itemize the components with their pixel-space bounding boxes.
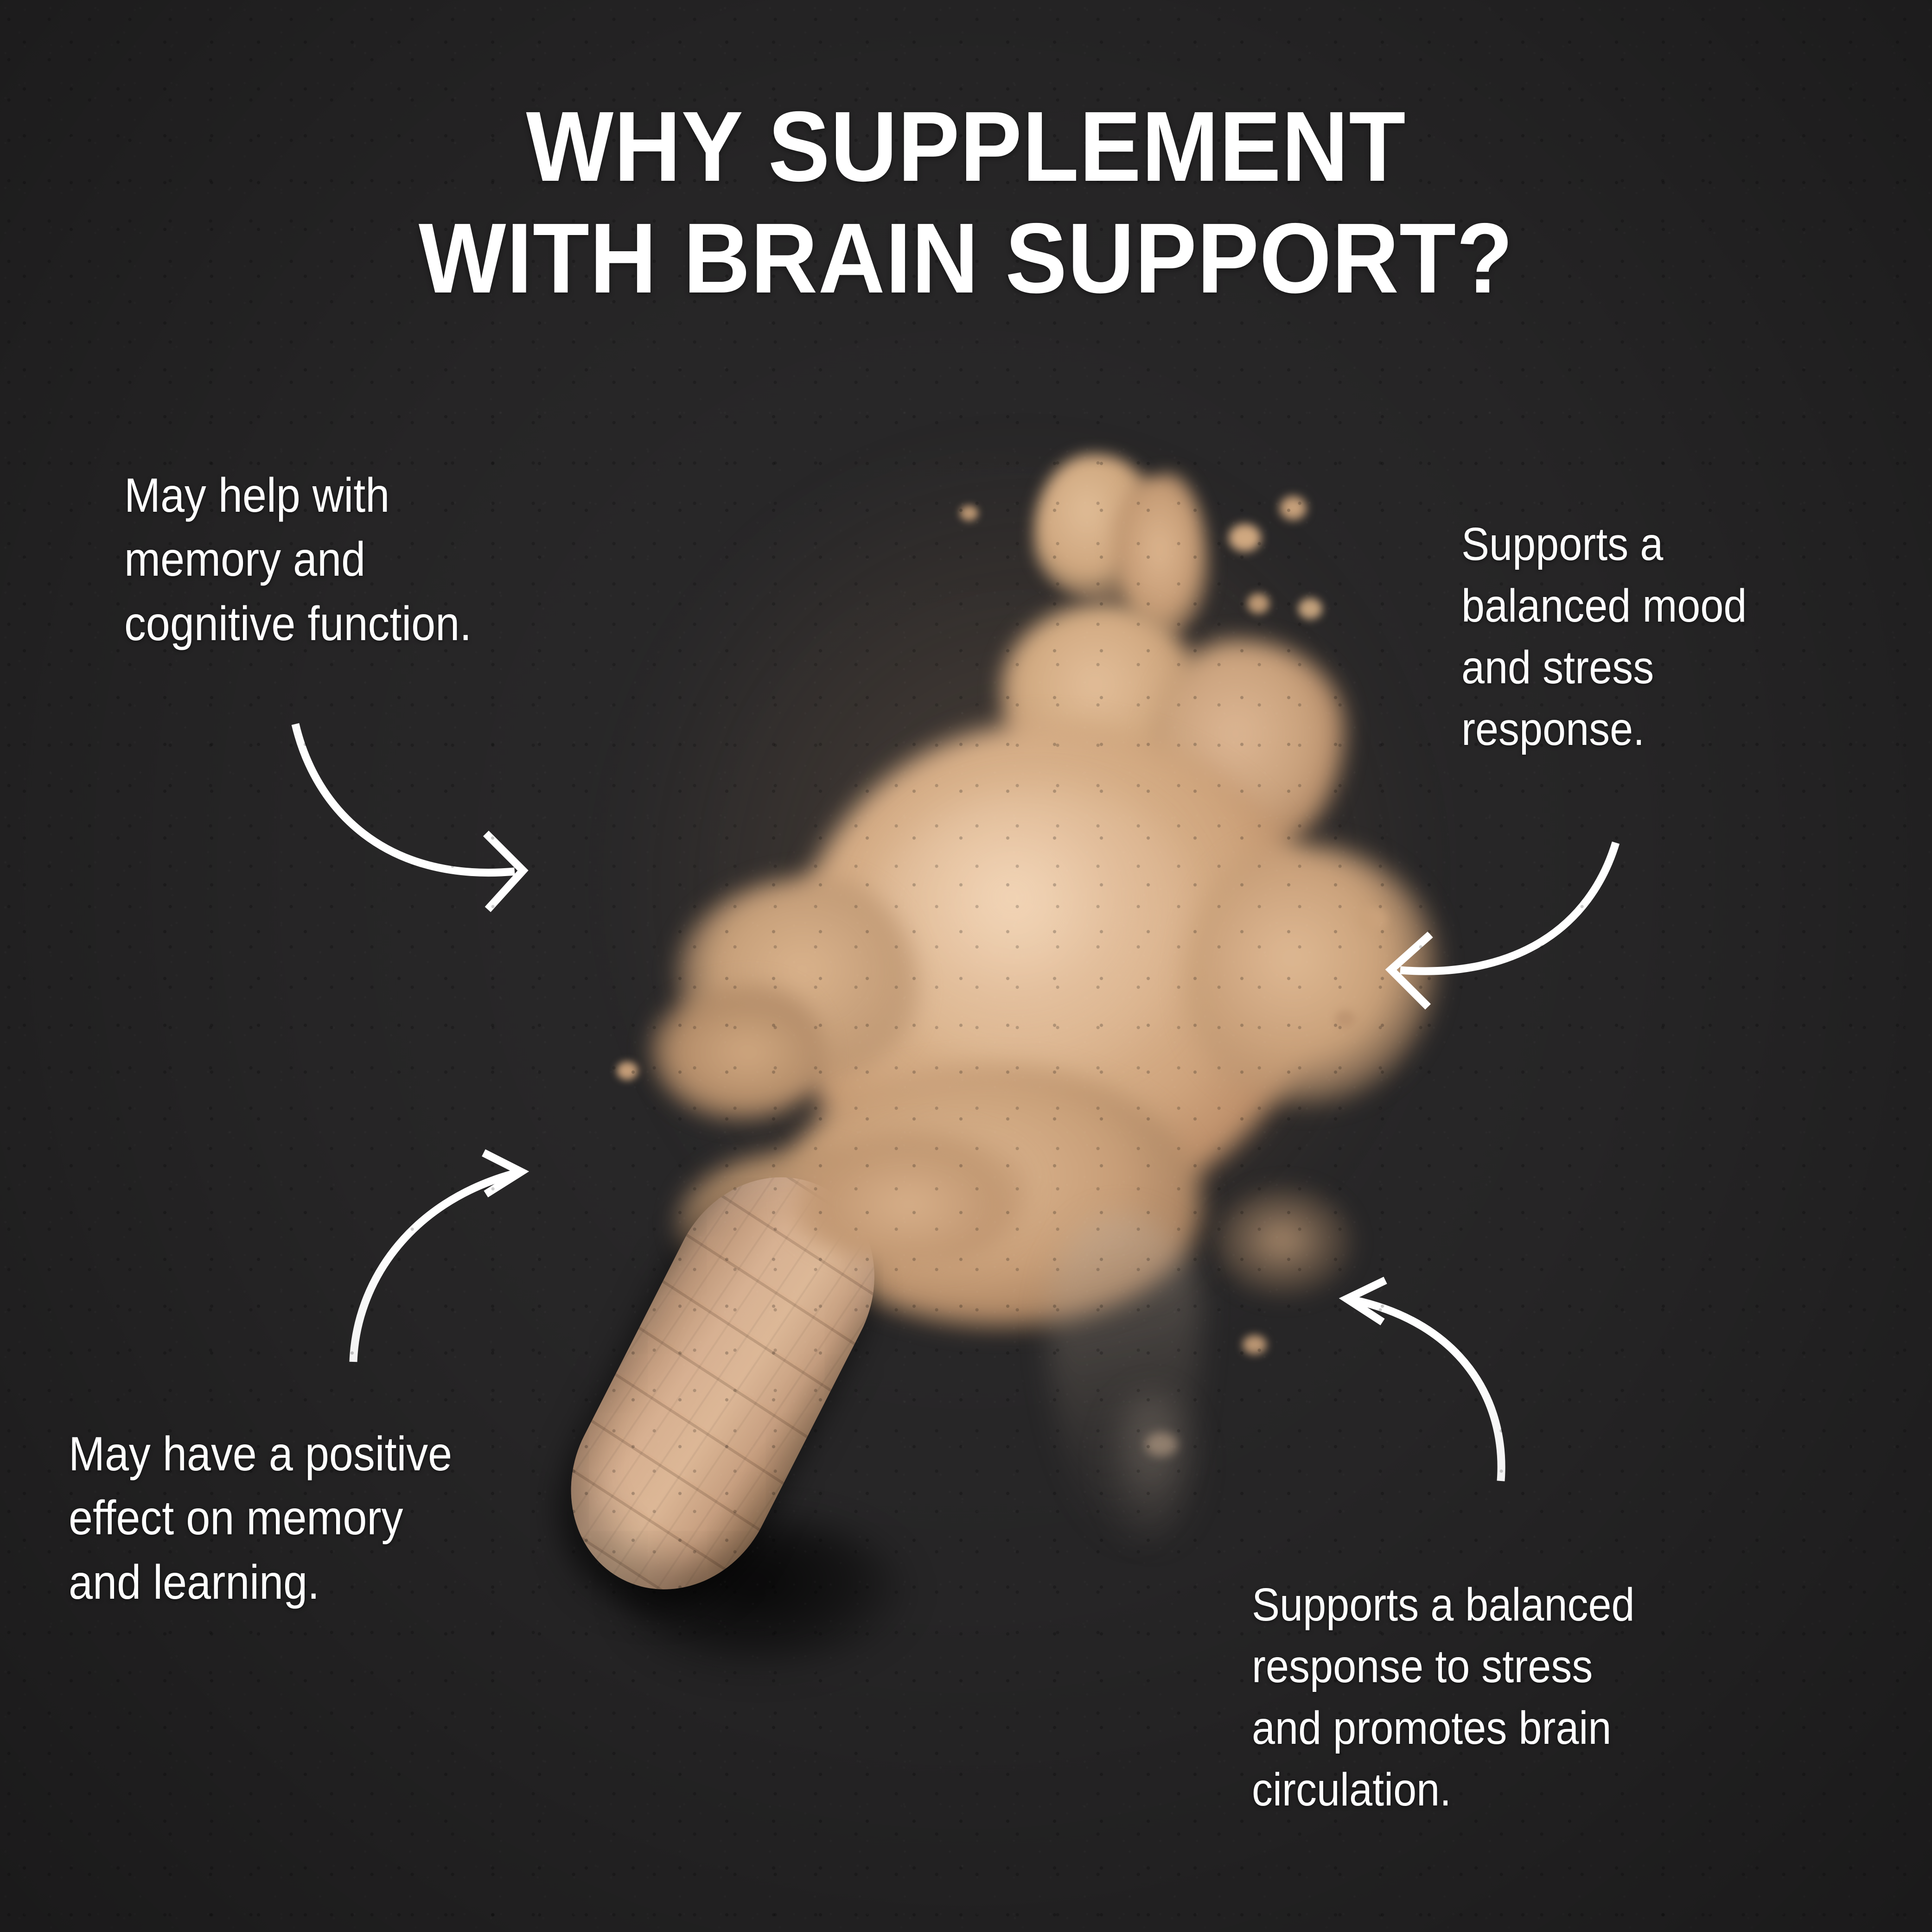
arrow-bottom-left-icon — [349, 1149, 529, 1362]
powder-core-highlight — [872, 788, 1205, 1075]
powder-fleck-3 — [1335, 1010, 1356, 1028]
powder-lower-mass — [784, 1066, 1201, 1326]
powder-left-lobe — [677, 876, 918, 1080]
powder-speck-d — [1298, 598, 1322, 619]
arrow-top-left-icon — [291, 723, 529, 912]
capsule-shadow — [624, 1520, 911, 1673]
powder-cluster-upper-right — [1150, 640, 1345, 853]
callout-top-left: May help with memory and cognitive funct… — [124, 469, 472, 651]
powder-lower-left-tail — [677, 1150, 899, 1298]
powder-speck-c — [1247, 593, 1269, 614]
powder-cluster-upper — [1001, 603, 1205, 797]
powder-at-capsule-mouth — [788, 1126, 1029, 1265]
arrow-bottom-right-icon — [1339, 1277, 1505, 1481]
powder-fine-trail-2 — [1103, 1391, 1201, 1544]
callout-bottom-left: May have a positive effect on memory and… — [69, 1427, 453, 1609]
powder-left-edge — [649, 983, 825, 1122]
powder-fleck-7 — [960, 505, 978, 521]
powder-fleck-1 — [617, 1061, 638, 1080]
callout-bottom-right: Supports a balanced response to stress a… — [1252, 1579, 1635, 1816]
powder-fleck-6 — [1145, 1432, 1178, 1456]
powder-cluster-top — [1034, 454, 1159, 603]
powder-right-lobe — [1187, 844, 1437, 1103]
powder-cluster-top2 — [1113, 473, 1210, 640]
powder-fleck-4 — [1243, 1335, 1267, 1354]
powder-speck-b — [1280, 496, 1307, 520]
callout-top-right: Supports a balanced mood and stress resp… — [1461, 518, 1747, 755]
powder-glow — [640, 464, 1391, 1289]
powder-fine-trail — [1048, 1214, 1201, 1548]
powder-fleck-5 — [714, 1261, 736, 1279]
page-title: WHY SUPPLEMENT WITH BRAIN SUPPORT? — [418, 90, 1514, 314]
powder-core — [788, 723, 1321, 1224]
arrow-top-right-icon — [1385, 841, 1620, 1010]
powder-fleck-2 — [1358, 909, 1386, 931]
powder-speck-a — [1229, 524, 1261, 552]
powder-scatter-right — [1215, 1187, 1354, 1298]
